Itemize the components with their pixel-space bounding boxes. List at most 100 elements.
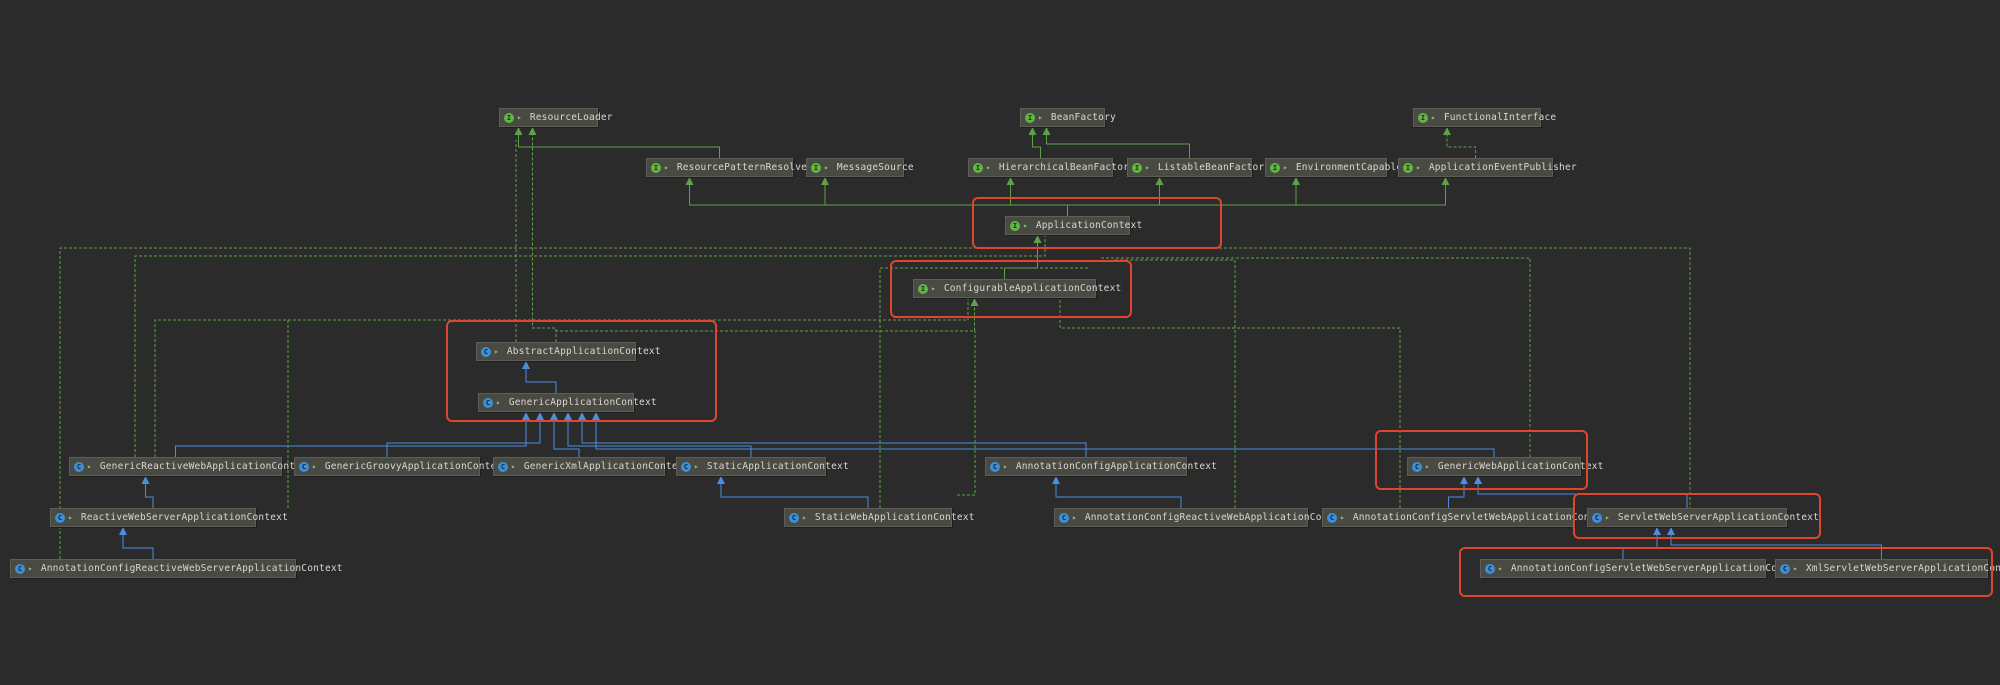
dashed-connector: [134, 235, 1046, 457]
node-reactive-web-server-application-context[interactable]: C▸ReactiveWebServerApplicationContext: [50, 508, 288, 527]
edge-arrowhead: [1460, 476, 1468, 484]
node-label: EnvironmentCapable: [1295, 162, 1403, 173]
node-label: XmlServletWebServerApplicationContext: [1805, 563, 2000, 574]
edge-arrowhead: [1667, 527, 1675, 535]
visibility-icon: ▸: [1425, 462, 1430, 471]
class-icon: C: [1485, 563, 1495, 574]
visibility-icon: ▸: [511, 462, 516, 471]
node-label: AbstractApplicationContext: [506, 346, 661, 357]
node-message-source[interactable]: I▸MessageSource: [806, 158, 914, 177]
node-annotation-config-servlet-web-application-context[interactable]: C▸AnnotationConfigServletWebApplicationC…: [1322, 508, 1613, 527]
node-label: StaticWebApplicationContext: [814, 512, 975, 523]
dashed-connector: [879, 267, 1090, 508]
class-icon: C: [498, 461, 508, 472]
node-generic-groovy-application-context[interactable]: C▸GenericGroovyApplicationContext: [294, 457, 508, 476]
visibility-icon: ▸: [1145, 163, 1150, 172]
node-configurable-application-context[interactable]: I▸ConfigurableApplicationContext: [913, 279, 1121, 298]
node-static-application-context[interactable]: C▸StaticApplicationContext: [676, 457, 849, 476]
class-icon: C: [789, 512, 799, 523]
node-application-context[interactable]: I▸ApplicationContext: [1005, 216, 1142, 235]
visibility-icon: ▸: [802, 513, 807, 522]
dashed-connector: [59, 247, 1691, 559]
visibility-icon: ▸: [87, 462, 92, 471]
node-label: AnnotationConfigServletWebServerApplicat…: [1510, 563, 1807, 574]
visibility-icon: ▸: [517, 113, 522, 122]
edge-annotation-config-servlet-web-application-context-to-generic-web-application-context: [1448, 484, 1465, 508]
edge-arrowhead: [1042, 127, 1051, 135]
edge-arrowhead: [1052, 476, 1060, 484]
edge-arrowhead: [119, 527, 127, 535]
node-label: AnnotationConfigReactiveWebApplicationCo…: [1084, 512, 1352, 523]
edge-abstract-application-context-to-resource-loader: [532, 135, 557, 342]
edge-arrowhead: [536, 412, 544, 420]
interface-icon: I: [1025, 112, 1035, 123]
class-icon: C: [1780, 563, 1790, 574]
node-listable-bean-factory[interactable]: I▸ListableBeanFactory: [1127, 158, 1270, 177]
highlight-box: [1573, 493, 1821, 539]
node-generic-application-context[interactable]: C▸GenericApplicationContext: [478, 393, 657, 412]
edge-arrowhead: [970, 298, 979, 306]
edge-arrowhead: [1028, 127, 1037, 135]
class-icon: C: [55, 512, 65, 523]
visibility-icon: ▸: [694, 462, 699, 471]
visibility-icon: ▸: [1605, 513, 1610, 522]
edge-application-event-publisher-to-functional-interface: [1446, 135, 1476, 158]
node-label: FunctionalInterface: [1443, 112, 1557, 123]
edge-reactive-web-server-application-context-to-generic-reactive-web-application-context: [145, 484, 154, 508]
visibility-icon: ▸: [28, 564, 33, 573]
class-icon: C: [681, 461, 691, 472]
node-resource-pattern-resolver[interactable]: I▸ResourcePatternResolver: [646, 158, 813, 177]
node-resource-loader[interactable]: I▸ResourceLoader: [499, 108, 613, 127]
visibility-icon: ▸: [824, 163, 829, 172]
edge-annotation-config-reactive-web-application-context-to-annotation-config-application-context: [1055, 484, 1182, 508]
node-label: AnnotationConfigApplicationContext: [1015, 461, 1218, 472]
node-hierarchical-bean-factory[interactable]: I▸HierarchicalBeanFactory: [968, 158, 1135, 177]
node-label: BeanFactory: [1050, 112, 1116, 123]
edge-xml-servlet-web-server-application-context-to-servlet-web-server-application-context: [1670, 535, 1882, 559]
edge-arrowhead: [578, 412, 586, 420]
edge-static-web-application-context-to-static-application-context: [720, 484, 869, 508]
visibility-icon: ▸: [496, 398, 501, 407]
node-bean-factory[interactable]: I▸BeanFactory: [1020, 108, 1116, 127]
node-label: ApplicationEventPublisher: [1428, 162, 1577, 173]
visibility-icon: ▸: [1431, 113, 1436, 122]
edge-arrowhead: [522, 361, 530, 369]
edge-generic-application-context-to-abstract-application-context: [525, 369, 557, 393]
node-static-web-application-context[interactable]: C▸ StaticWebApplicationContext: [784, 508, 974, 527]
node-xml-servlet-web-server-application-context[interactable]: C▸XmlServletWebServerApplicationContext: [1775, 559, 2000, 578]
visibility-icon: ▸: [664, 163, 669, 172]
class-icon: C: [299, 461, 309, 472]
highlight-box: [1375, 430, 1588, 490]
node-label: ListableBeanFactory: [1157, 162, 1271, 173]
edge-arrowhead: [1653, 527, 1661, 535]
node-label: GenericGroovyApplicationContext: [324, 461, 509, 472]
node-generic-xml-application-context[interactable]: C▸GenericXmlApplicationContext: [493, 457, 689, 476]
node-generic-web-application-context[interactable]: C▸GenericWebApplicationContext: [1407, 457, 1603, 476]
node-annotation-config-reactive-web-application-context[interactable]: C▸AnnotationConfigReactiveWebApplication…: [1054, 508, 1351, 527]
interface-icon: I: [973, 162, 983, 173]
highlight-box: [890, 260, 1132, 318]
edge-generic-groovy-application-context-to-generic-application-context: [386, 420, 541, 457]
node-abstract-application-context[interactable]: C▸AbstractApplicationContext: [476, 342, 661, 361]
node-environment-capable[interactable]: I▸EnvironmentCapable: [1265, 158, 1402, 177]
node-annotation-config-servlet-web-server-application-context[interactable]: C▸AnnotationConfigServletWebServerApplic…: [1480, 559, 1807, 578]
node-annotation-config-reactive-web-server-application-context[interactable]: C▸AnnotationConfigReactiveWebServerAppli…: [10, 559, 343, 578]
class-icon: C: [1059, 512, 1069, 523]
node-application-event-publisher[interactable]: I▸ApplicationEventPublisher: [1398, 158, 1577, 177]
node-annotation-config-application-context[interactable]: C▸AnnotationConfigApplicationContext: [985, 457, 1217, 476]
edge-arrowhead: [1033, 235, 1042, 243]
node-label: GenericXmlApplicationContext: [523, 461, 690, 472]
edge-arrowhead: [1292, 177, 1300, 185]
class-icon: C: [1327, 512, 1337, 523]
node-functional-interface[interactable]: I▸FunctionalInterface: [1413, 108, 1556, 127]
visibility-icon: ▸: [1283, 163, 1288, 172]
node-label: ReactiveWebServerApplicationContext: [80, 512, 289, 523]
visibility-icon: ▸: [312, 462, 317, 471]
node-generic-reactive-web-application-context[interactable]: C▸GenericReactiveWebApplicationContext: [69, 457, 313, 476]
class-icon: C: [15, 563, 25, 574]
highlight-box: [1459, 547, 1993, 597]
node-label: ConfigurableApplicationContext: [943, 283, 1122, 294]
node-servlet-web-server-application-context[interactable]: C▸ServletWebServerApplicationContext: [1587, 508, 1819, 527]
interface-icon: I: [918, 283, 928, 294]
